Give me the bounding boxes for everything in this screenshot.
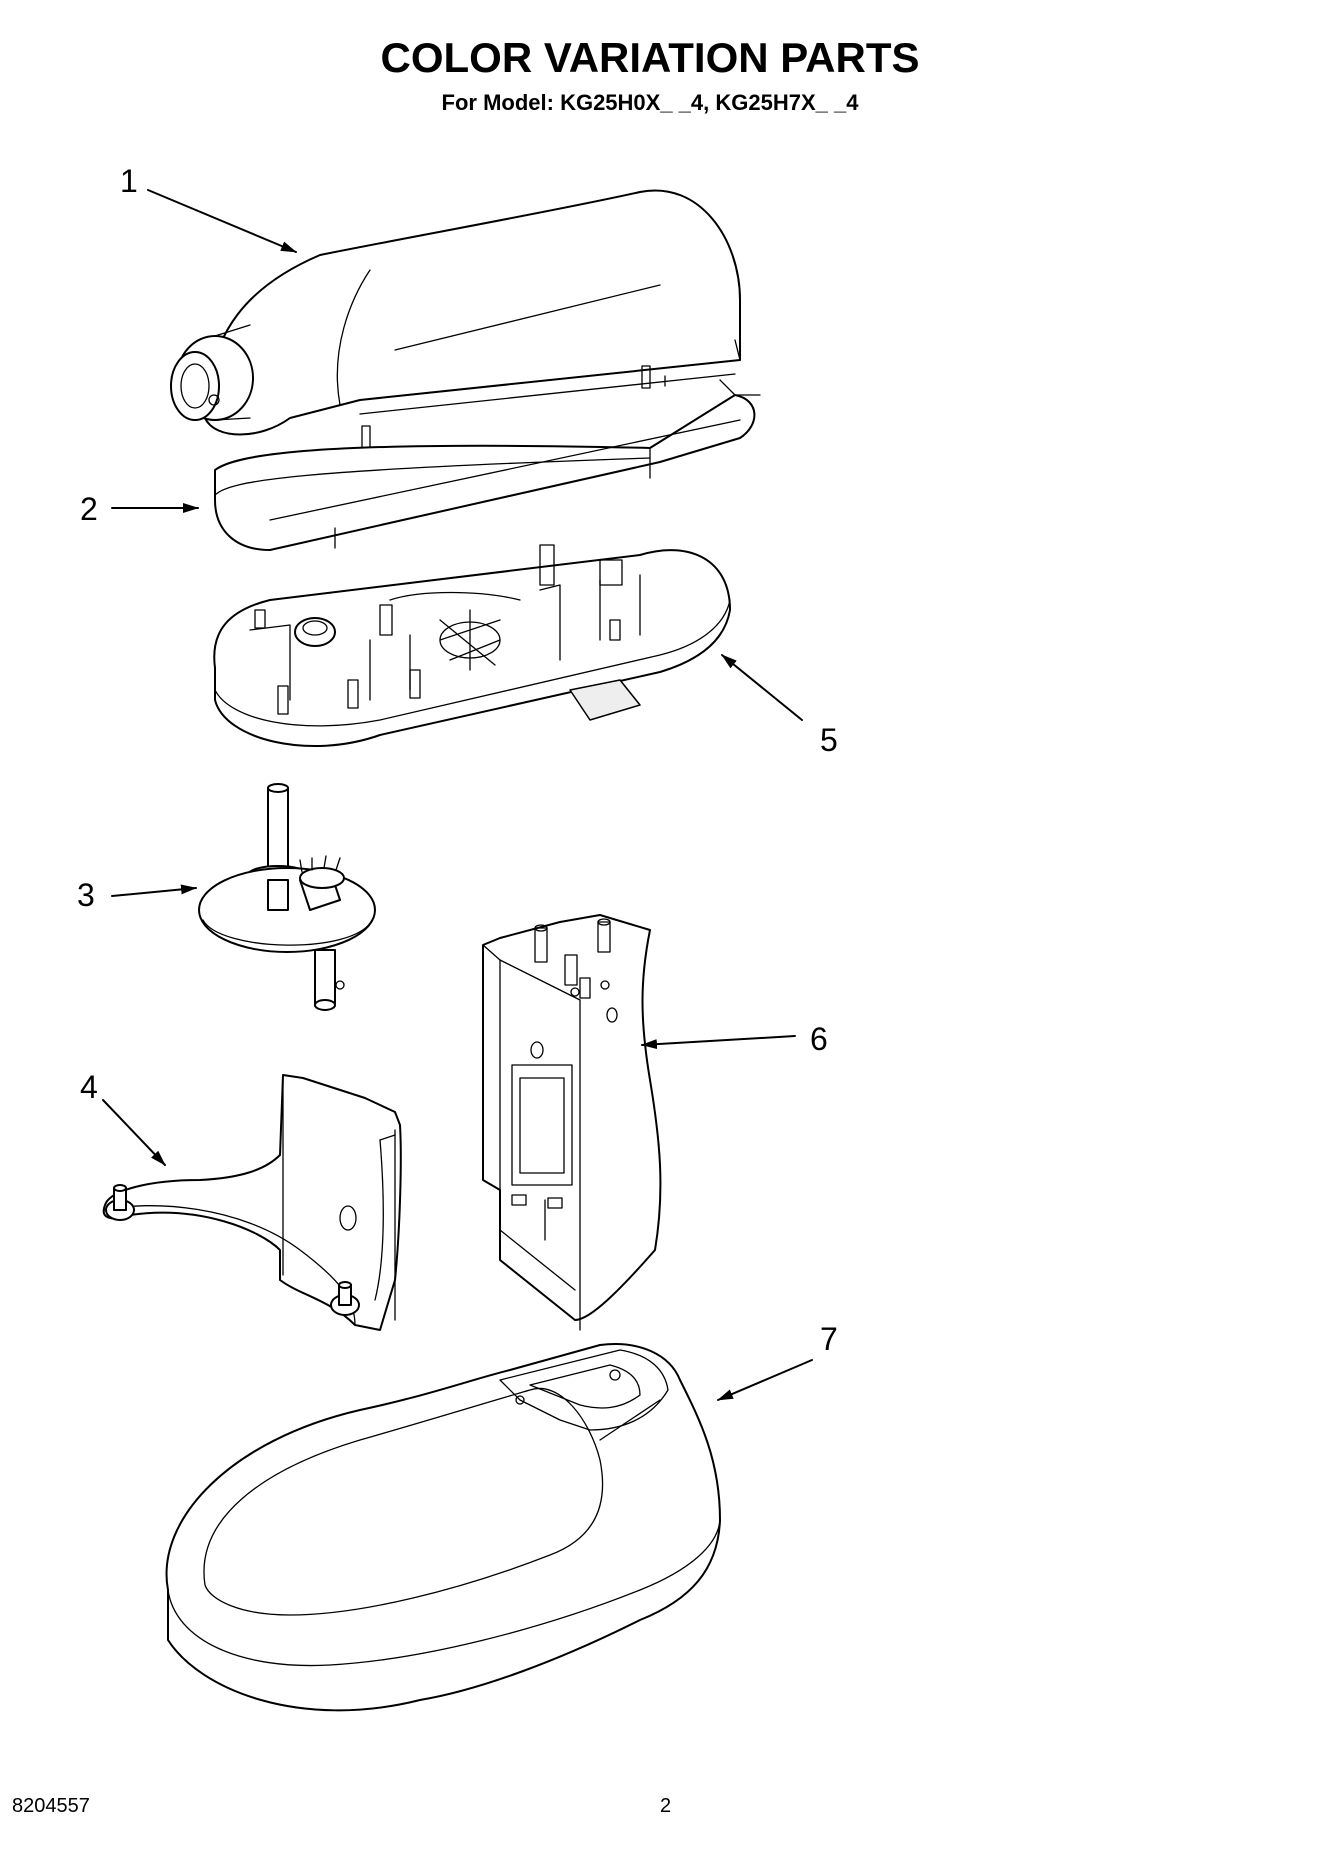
page-number: 2 — [660, 1795, 672, 1817]
callout-1: 1 — [120, 163, 297, 253]
callout-2-label: 2 — [80, 491, 98, 527]
callout-5-label: 5 — [820, 722, 838, 758]
part-5-gear-case — [213, 544, 731, 747]
callout-3: 3 — [77, 877, 197, 913]
callout-4-label: 4 — [80, 1069, 98, 1105]
document-number: 8204557 — [12, 1795, 90, 1817]
callout-2: 2 — [80, 491, 199, 527]
callout-7: 7 — [717, 1321, 838, 1401]
callout-4: 4 — [80, 1069, 166, 1166]
part-2-trim-band — [214, 379, 761, 551]
page-title: COLOR VARIATION PARTS — [380, 34, 920, 81]
model-subtitle: For Model: KG25H0X_ _4, KG25H7X_ _4 — [441, 90, 859, 115]
callout-6-label: 6 — [810, 1021, 828, 1057]
callout-6: 6 — [641, 1021, 828, 1057]
part-7-base — [165, 1343, 721, 1712]
callout-7-label: 7 — [820, 1321, 838, 1357]
callout-3-label: 3 — [77, 877, 95, 913]
callout-5: 5 — [721, 654, 838, 758]
part-1-motor-housing — [170, 189, 741, 449]
part-4-bowl-arm — [102, 1074, 402, 1331]
callout-1-label: 1 — [120, 163, 138, 199]
part-6-column — [482, 914, 662, 1331]
part-3-planetary-assembly — [198, 783, 376, 1011]
